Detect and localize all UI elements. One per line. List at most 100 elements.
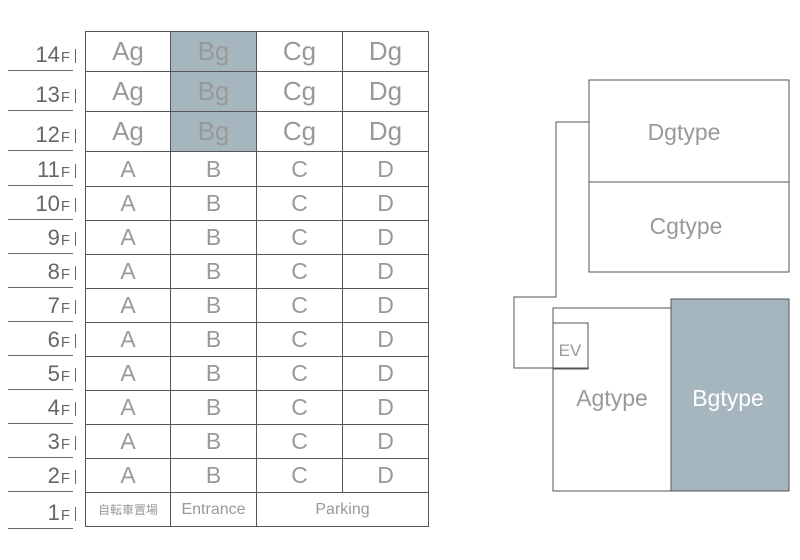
floor-suffix: F [60, 89, 70, 106]
unit-cell: Dg [342, 111, 429, 152]
floor-number: 14 [35, 42, 60, 67]
unit-cell: C [256, 288, 343, 323]
floor-underline [8, 457, 73, 458]
unit-cell: D [342, 220, 429, 255]
floor-number: 11 [36, 157, 60, 182]
floor-underline [8, 150, 73, 151]
unit-cell: A [85, 288, 171, 323]
floor-underline [8, 70, 73, 71]
floor-tick [75, 89, 76, 103]
unit-cell: A [85, 356, 171, 391]
floor-suffix: F [60, 402, 70, 419]
plan-label-bgtype: Bgtype [692, 385, 764, 411]
unit-cell: A [85, 220, 171, 255]
unit-cell: Ag [85, 31, 171, 72]
floor-tick [75, 129, 76, 143]
floor-label: 7F [8, 293, 76, 322]
unit-cell: C [256, 424, 343, 459]
floor-suffix: F [60, 368, 70, 385]
unit-cell: B [170, 220, 257, 255]
plan-room-bgtype [670, 298, 790, 492]
floor-number: 10 [35, 191, 60, 216]
floor-number: 2 [47, 463, 60, 488]
floor-number: 13 [35, 82, 60, 107]
floor-underline [8, 355, 73, 356]
plan-label-dgtype: Dgtype [648, 119, 721, 145]
floor-underline [8, 389, 73, 390]
floor-label: 5F [8, 361, 76, 390]
floor-underline [8, 423, 73, 424]
floor-label: 6F [8, 327, 76, 356]
unit-cell: C [256, 390, 343, 425]
unit-cell: D [342, 424, 429, 459]
floor-suffix: F [60, 470, 70, 487]
floor-underline [8, 110, 73, 111]
unit-cell: Ag [85, 71, 171, 112]
floor-number: 8 [47, 259, 60, 284]
unit-cell-highlight: Bg [170, 111, 257, 152]
floor-tick [75, 436, 76, 450]
unit-cell-highlight: Bg [170, 31, 257, 72]
floor-label: 8F [8, 259, 76, 288]
unit-cell: B [170, 151, 257, 187]
floor-suffix: F [60, 436, 70, 453]
unit-cell: B [170, 254, 257, 289]
unit-cell: Dg [342, 71, 429, 112]
unit-cell: D [342, 254, 429, 289]
floor-label: 9F [8, 225, 76, 254]
unit-cell: B [170, 186, 257, 221]
floor-tick [75, 470, 76, 484]
floor-tick [75, 300, 76, 314]
floor-number: 12 [35, 122, 60, 147]
unit-cell: D [342, 186, 429, 221]
floor-number: 7 [47, 293, 60, 318]
plan-label-cgtype: Cgtype [650, 213, 723, 239]
floor-suffix: F [60, 198, 70, 215]
floor-underline [8, 219, 73, 220]
plan-label-agtype: Agtype [576, 385, 648, 411]
floor-suffix: F [60, 507, 70, 524]
unit-cell: B [170, 322, 257, 357]
floor-underline [8, 253, 73, 254]
floor-number: 4 [47, 395, 60, 420]
floor-underline [8, 185, 73, 186]
floor-suffix: F [60, 334, 70, 351]
floor-number: 9 [47, 225, 60, 250]
floor-suffix: F [60, 300, 70, 317]
floor-underline [8, 287, 73, 288]
unit-cell: D [342, 288, 429, 323]
floor-label: 12F [8, 122, 76, 151]
unit-cell-highlight: Bg [170, 71, 257, 112]
floor-underline [8, 491, 73, 492]
floor-tick [75, 164, 76, 178]
floor-tick [75, 232, 76, 246]
floor-underline [8, 321, 73, 322]
unit-cell: A [85, 254, 171, 289]
floor-label: 14F [8, 42, 76, 71]
floor-tick [75, 507, 76, 521]
floor-label: 4F [8, 395, 76, 424]
floor-number: 1 [47, 500, 60, 525]
floor-label: 13F [8, 82, 76, 111]
floor-suffix: F [60, 232, 70, 249]
floor-suffix: F [60, 266, 70, 283]
floor-suffix: F [60, 164, 70, 181]
plan-room-cgtype [588, 181, 790, 273]
floor-label: 10F [8, 191, 76, 220]
unit-cell: D [342, 390, 429, 425]
entrance-cell: Entrance [170, 492, 257, 527]
parking-cell: Parking [256, 492, 429, 527]
unit-cell: C [256, 220, 343, 255]
floor-tick [75, 198, 76, 212]
